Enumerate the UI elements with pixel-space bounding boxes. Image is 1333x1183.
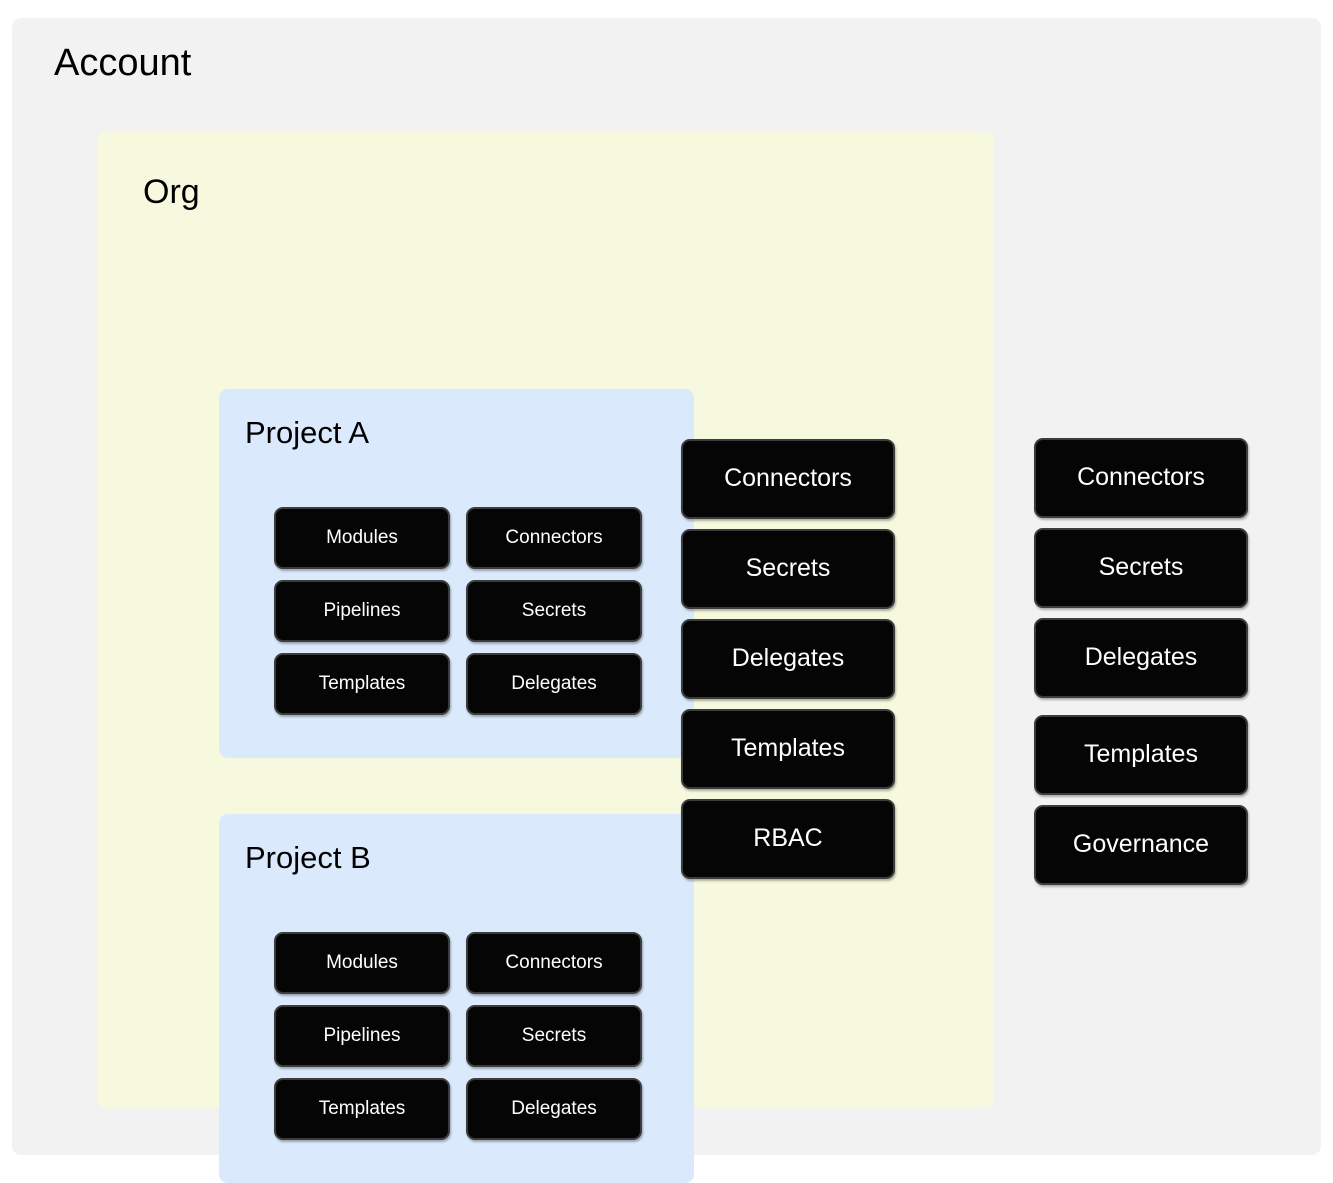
project-b-resource-modules[interactable]: Modules xyxy=(274,932,450,994)
project-a-resource-templates[interactable]: Templates xyxy=(274,653,450,715)
project-b-resource-connectors[interactable]: Connectors xyxy=(466,932,642,994)
account-scope-title: Account xyxy=(54,42,192,84)
project-b-resource-templates[interactable]: Templates xyxy=(274,1078,450,1140)
project-b-resource-delegates[interactable]: Delegates xyxy=(466,1078,642,1140)
project-a-scope-title: Project A xyxy=(245,415,370,450)
org-resource-delegates[interactable]: Delegates xyxy=(681,619,895,699)
project-a-scope-container: Project A Modules Pipelines Templates Co… xyxy=(219,389,694,758)
project-a-resource-modules[interactable]: Modules xyxy=(274,507,450,569)
project-a-resource-secrets[interactable]: Secrets xyxy=(466,580,642,642)
project-b-scope-title: Project B xyxy=(245,840,371,875)
org-resource-secrets[interactable]: Secrets xyxy=(681,529,895,609)
project-a-resource-connectors[interactable]: Connectors xyxy=(466,507,642,569)
account-resource-templates[interactable]: Templates xyxy=(1034,715,1248,795)
project-b-resource-pipelines[interactable]: Pipelines xyxy=(274,1005,450,1067)
project-a-resource-pipelines[interactable]: Pipelines xyxy=(274,580,450,642)
org-scope-title: Org xyxy=(143,173,200,211)
account-resource-connectors[interactable]: Connectors xyxy=(1034,438,1248,518)
project-a-resource-delegates[interactable]: Delegates xyxy=(466,653,642,715)
account-resource-governance[interactable]: Governance xyxy=(1034,805,1248,885)
project-b-resource-secrets[interactable]: Secrets xyxy=(466,1005,642,1067)
account-resource-secrets[interactable]: Secrets xyxy=(1034,528,1248,608)
org-resource-rbac[interactable]: RBAC xyxy=(681,799,895,879)
account-resource-delegates[interactable]: Delegates xyxy=(1034,618,1248,698)
org-resource-templates[interactable]: Templates xyxy=(681,709,895,789)
project-b-scope-container: Project B Modules Pipelines Templates Co… xyxy=(219,814,694,1183)
org-resource-connectors[interactable]: Connectors xyxy=(681,439,895,519)
